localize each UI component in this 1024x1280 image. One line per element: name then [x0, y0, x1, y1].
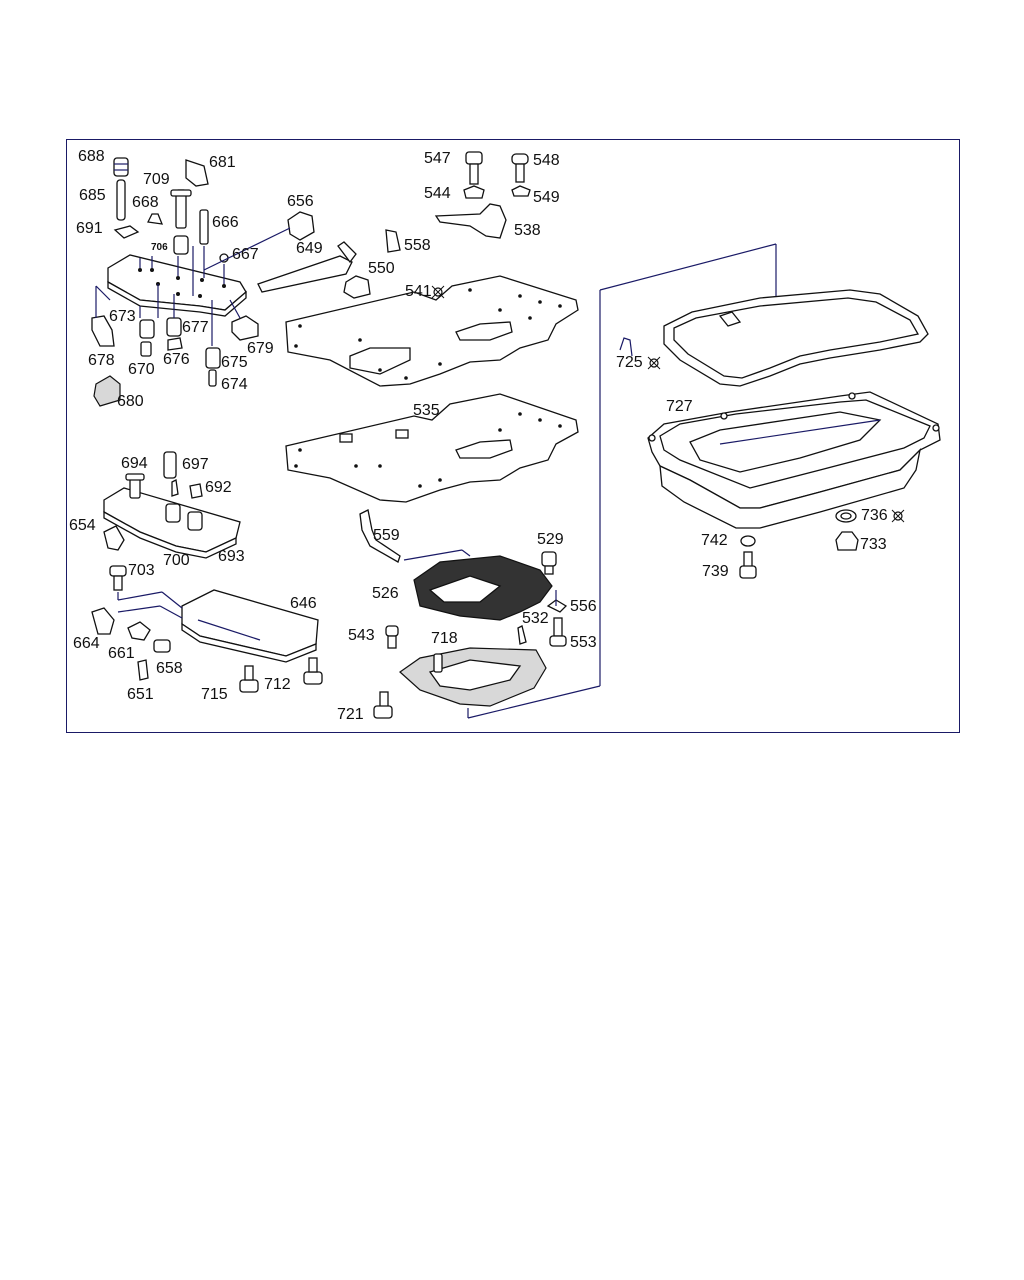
label-693: 693 [218, 548, 245, 565]
label-703: 703 [128, 562, 155, 579]
label-721: 721 [337, 706, 364, 723]
label-541: 541 [405, 283, 432, 300]
pan-leader-lines [599, 243, 777, 686]
label-742: 742 [701, 532, 728, 549]
label-553: 553 [570, 634, 597, 651]
control-unit-646 [91, 589, 323, 693]
label-529: 529 [537, 531, 564, 548]
label-706: 706 [151, 242, 168, 253]
leaders-upper-left [95, 227, 291, 346]
label-679: 679 [247, 340, 274, 357]
label-668: 668 [132, 194, 159, 211]
label-733: 733 [860, 536, 887, 553]
label-715: 715 [201, 686, 228, 703]
label-673: 673 [109, 308, 136, 325]
label-727: 727 [666, 398, 693, 415]
label-739: 739 [702, 563, 729, 580]
label-658: 658 [156, 660, 183, 677]
oil-pan-727 [647, 391, 941, 529]
label-709: 709 [143, 171, 170, 188]
label-548: 548 [533, 152, 560, 169]
oil-pan-gasket-725 [619, 289, 929, 387]
bolts-top-middle [343, 151, 531, 299]
label-667: 667 [232, 246, 259, 263]
label-688: 688 [78, 148, 105, 165]
label-661: 661 [108, 645, 135, 662]
label-676: 676 [163, 351, 190, 368]
label-649: 649 [296, 240, 323, 257]
label-736: 736 [861, 507, 888, 524]
springs-upper-left [91, 157, 357, 407]
label-656: 656 [287, 193, 314, 210]
label-697: 697 [182, 456, 209, 473]
valve-body-upper [107, 254, 247, 317]
valve-body-lower-left [103, 451, 241, 591]
label-646: 646 [290, 595, 317, 612]
label-651: 651 [127, 686, 154, 703]
drain-plug-parts [739, 509, 859, 579]
label-654: 654 [69, 517, 96, 534]
label-681: 681 [209, 154, 236, 171]
label-685: 685 [79, 187, 106, 204]
label-725: 725 [616, 354, 643, 371]
label-532: 532 [522, 610, 549, 627]
separator-plate-541 [285, 275, 579, 387]
label-544: 544 [424, 185, 451, 202]
label-691: 691 [76, 220, 103, 237]
label-664: 664 [73, 635, 100, 652]
label-674: 674 [221, 376, 248, 393]
label-535: 535 [413, 402, 440, 419]
label-675: 675 [221, 354, 248, 371]
leaders-lower-left [117, 591, 183, 619]
diagram-frame [66, 139, 960, 733]
label-558: 558 [404, 237, 431, 254]
label-680: 680 [117, 393, 144, 410]
label-692: 692 [205, 479, 232, 496]
label-526: 526 [372, 585, 399, 602]
label-547: 547 [424, 150, 451, 167]
label-712: 712 [264, 676, 291, 693]
label-543: 543 [348, 627, 375, 644]
label-700: 700 [163, 552, 190, 569]
label-677: 677 [182, 319, 209, 336]
label-556: 556 [570, 598, 597, 615]
label-670: 670 [128, 361, 155, 378]
label-538: 538 [514, 222, 541, 239]
label-559: 559 [373, 527, 400, 544]
label-718: 718 [431, 630, 458, 647]
label-678: 678 [88, 352, 115, 369]
filter-assembly [359, 509, 601, 719]
label-694: 694 [121, 455, 148, 472]
label-550: 550 [368, 260, 395, 277]
label-666: 666 [212, 214, 239, 231]
separator-plate-535 [285, 393, 579, 503]
label-549: 549 [533, 189, 560, 206]
